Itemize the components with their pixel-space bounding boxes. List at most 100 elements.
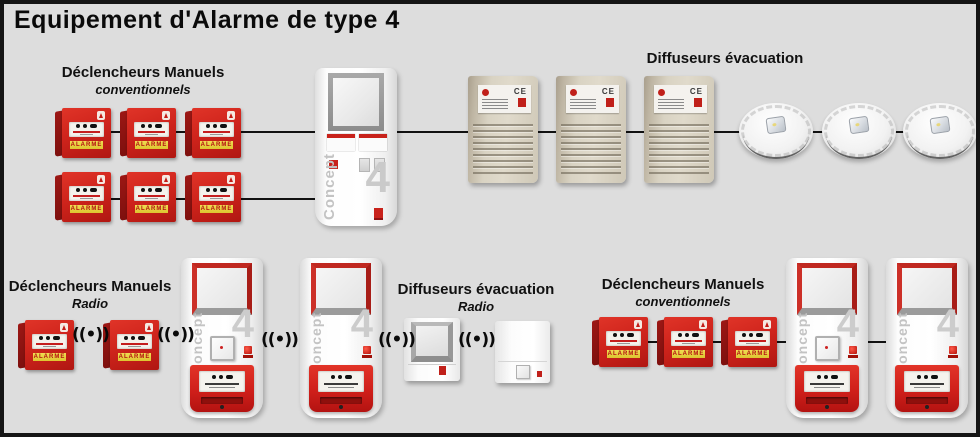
panel-label-strip [359,134,387,151]
dot [76,188,80,192]
panel-test-button [210,336,235,361]
dot [76,124,80,128]
beacon-lens [929,116,951,135]
alarm-strip: ALARME [200,141,233,149]
dot [816,375,821,379]
call-point-dots [199,188,234,192]
panel-indicator-led [848,346,858,358]
label-line2: Radio [71,296,109,311]
call-point-label [199,122,234,137]
dot [330,375,335,379]
label-dark-line [910,383,944,385]
label-red-line [138,131,165,133]
call-point-dots [117,336,152,340]
ce-mark: CE [689,87,703,96]
bar [220,124,227,128]
flame-icon [699,320,707,329]
control-panel-concept4: Concept 4 [315,68,397,226]
label-red-line [203,131,230,133]
call-point-label [69,122,104,137]
ce-mark: CE [513,87,527,96]
call-point-dots [735,333,770,337]
manual-call-point: ALARME [120,172,176,224]
page-title: Equipement d'Alarme de type 4 [14,6,400,34]
call-point-dots [904,375,950,379]
dot [218,375,223,379]
manual-call-point: ALARME [120,108,176,160]
brand-logo-icon [374,208,383,220]
panel-model: 4 [936,302,959,346]
label-grey-line [80,134,93,135]
call-point-face: ALARME [127,172,176,222]
radio-wave-icon: ((•)) [157,325,195,345]
panel-button [374,158,385,172]
call-point-face: ALARME [599,317,648,367]
ce-mark: CE [601,87,615,96]
panel-label-strips [327,134,387,151]
label-text-lines [658,99,684,110]
label-grey-line [209,387,235,388]
radio-wave-icon: ((•)) [261,330,299,350]
call-point-dots [671,333,706,337]
bar [155,188,162,192]
alarm-strip: ALARME [607,350,640,358]
panel-model: 4 [365,153,390,202]
bar [692,333,699,337]
label-grey-line [80,198,93,199]
call-point-face: ALARME [664,317,713,367]
label-text-lines [570,99,596,110]
call-point-face: ALARME [62,172,111,222]
call-point-face: ALARME [62,108,111,158]
dot [141,124,145,128]
alarm-panel-concept4: Concept 4 [300,258,382,418]
alarm-strip: ALARME [33,353,66,361]
manual-call-point: ALARME [103,320,159,372]
call-point-label [69,186,104,201]
call-point-face: ALARME [192,108,241,158]
manual-call-point: ALARME [55,172,111,224]
bar [756,333,763,337]
call-point-label [904,371,950,392]
radio-wave-icon: ((•)) [72,325,110,345]
bar [155,124,162,128]
label-grey-line [145,134,158,135]
radio-diffuser-flash [404,318,460,381]
call-point-dots [606,333,641,337]
label-line1: Déclencheurs Manuels [61,64,225,81]
label-dark-line [324,383,358,385]
manual-call-point: ALARME [592,317,648,369]
label-line2: Radio [457,299,495,314]
call-point-face: ALARME [127,108,176,158]
dot [46,336,50,340]
flame-icon [227,111,235,120]
dot [678,333,682,337]
call-point-label [117,334,152,349]
panel-model: 4 [231,302,254,346]
call-point-face: ALARME [728,317,777,367]
label-red-line [73,195,100,197]
dot [39,336,43,340]
flame-icon [162,111,170,120]
flame-icon [763,320,771,329]
label-line2: conventionnels [95,82,191,97]
dot [620,333,624,337]
flame-icon [97,175,105,184]
call-point-recess [806,397,848,404]
bar [90,124,97,128]
panel-call-point-section [190,365,254,412]
dot [923,375,928,379]
dot [916,375,921,379]
call-point-label [134,122,169,137]
alarm-panel-concept4: Concept 4 [886,258,968,418]
panel-button [359,158,370,172]
call-point-dots [199,124,234,128]
panel-window [328,73,384,131]
label-grey-line [43,346,56,347]
panel-model: 4 [836,302,859,346]
label-red-square [606,98,614,107]
call-point-label [199,186,234,201]
dot [148,124,152,128]
brand-dot-icon [570,89,577,96]
call-point-face: ALARME [192,172,241,222]
